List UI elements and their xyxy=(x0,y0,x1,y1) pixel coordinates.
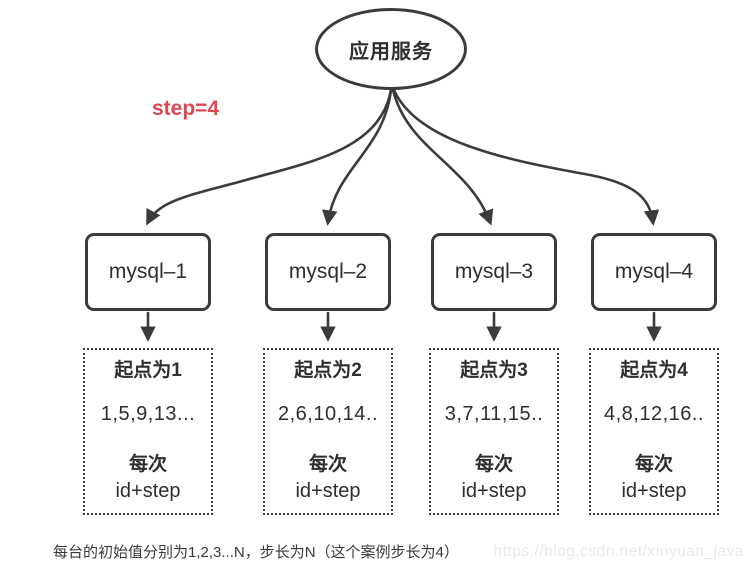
increment-rule-line1: 每次 xyxy=(128,454,167,475)
range-box-2: 起点为2 2,6,10,14.. 每次 id+step xyxy=(263,348,393,515)
mysql-3-label: mysql–3 xyxy=(454,260,534,283)
increment-rule-line2: id+step xyxy=(295,480,361,502)
increment-rule: 每次 id+step xyxy=(431,451,557,505)
mysql-2-node: mysql–2 xyxy=(265,233,391,311)
increment-rule: 每次 id+step xyxy=(591,451,717,505)
start-value-label: 起点为4 xyxy=(620,360,688,381)
mysql-2-label: mysql–2 xyxy=(288,260,368,283)
step-annotation: step=4 xyxy=(152,97,220,120)
increment-rule-line1: 每次 xyxy=(308,454,347,475)
arrow-root-to-mysql-2 xyxy=(322,88,393,226)
increment-rule-line2: id+step xyxy=(461,480,527,502)
app-service-node: 应用服务 xyxy=(315,8,467,90)
arrow-root-to-mysql-3 xyxy=(391,88,494,226)
increment-rule: 每次 id+step xyxy=(85,451,211,505)
mysql-1-label: mysql–1 xyxy=(108,260,188,283)
app-service-label: 应用服务 xyxy=(349,40,433,63)
increment-rule: 每次 id+step xyxy=(265,451,391,505)
range-box-1: 起点为1 1,5,9,13... 每次 id+step xyxy=(83,348,213,515)
mysql-4-label: mysql–4 xyxy=(614,260,694,283)
mysql-1-node: mysql–1 xyxy=(85,233,211,311)
increment-rule-line2: id+step xyxy=(115,480,181,502)
id-sequence: 2,6,10,14.. xyxy=(277,403,379,425)
watermark-url: https://blog.csdn.net/xinyuan_java xyxy=(493,543,744,560)
start-value-label: 起点为3 xyxy=(460,360,528,381)
increment-rule-line2: id+step xyxy=(621,480,687,502)
start-value-label: 起点为1 xyxy=(114,360,182,381)
id-sequence: 1,5,9,13... xyxy=(100,403,196,425)
diagram-caption: 每台的初始值分别为1,2,3...N，步长为N（这个案例步长为4） xyxy=(53,544,459,561)
id-sequence: 4,8,12,16.. xyxy=(603,403,705,425)
increment-rule-line1: 每次 xyxy=(634,454,673,475)
mysql-3-node: mysql–3 xyxy=(431,233,557,311)
arrow-root-to-mysql-4 xyxy=(392,88,660,226)
mysql-4-node: mysql–4 xyxy=(591,233,717,311)
range-box-4: 起点为4 4,8,12,16.. 每次 id+step xyxy=(589,348,719,515)
id-sequence: 3,7,11,15.. xyxy=(444,403,544,425)
increment-rule-line1: 每次 xyxy=(474,454,513,475)
start-value-label: 起点为2 xyxy=(294,360,362,381)
range-box-3: 起点为3 3,7,11,15.. 每次 id+step xyxy=(429,348,559,515)
